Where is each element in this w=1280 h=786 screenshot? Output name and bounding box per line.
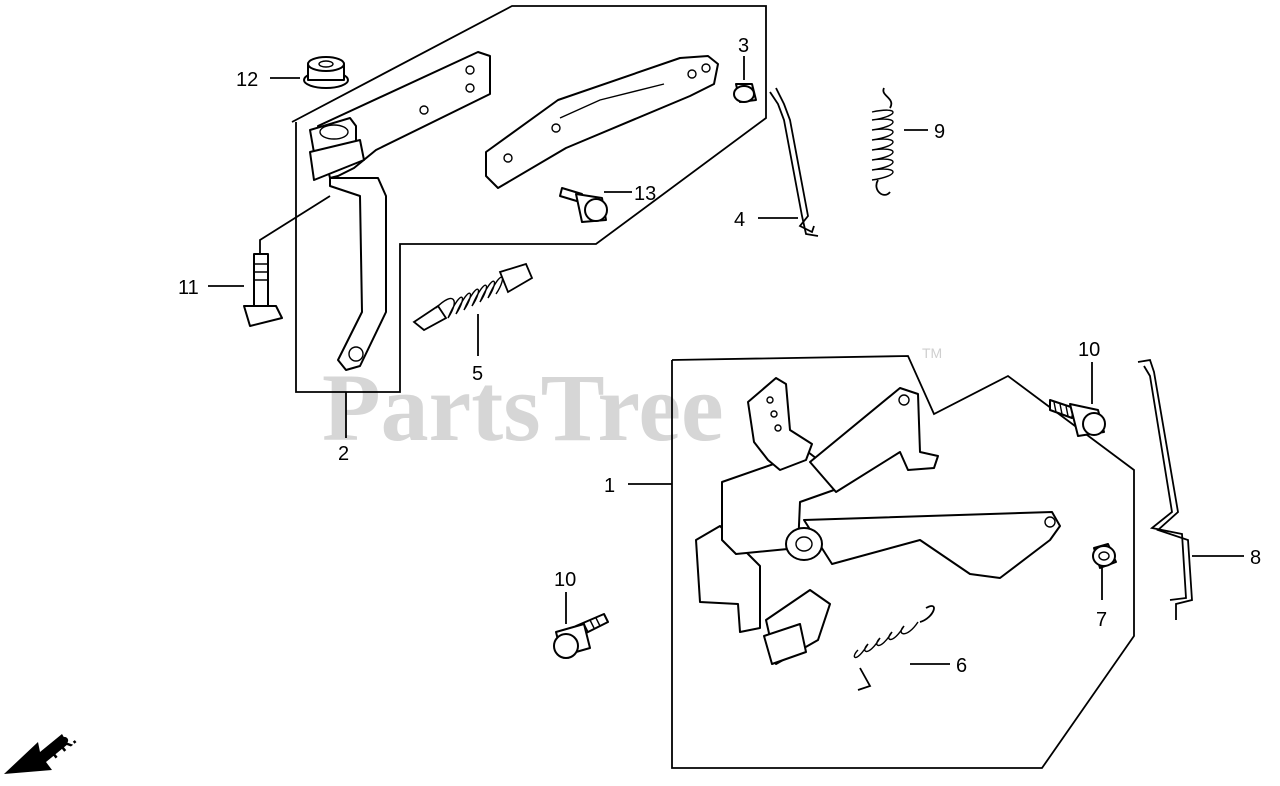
spring-part-6[interactable]	[853, 605, 935, 691]
pin-part-11[interactable]	[243, 253, 283, 327]
front-arrow-icon	[4, 734, 68, 774]
flange-nut-part-12[interactable]	[303, 56, 349, 89]
leader-11-part	[259, 195, 331, 254]
bolt-part-13[interactable]	[559, 187, 608, 223]
callout-10-lower[interactable]: 10	[554, 569, 576, 591]
grommet-part-3[interactable]	[733, 83, 757, 103]
callout-5[interactable]: 5	[472, 363, 483, 385]
front-direction-indicator: FR.	[4, 729, 80, 774]
bolt-part-10-lower[interactable]	[553, 613, 609, 659]
callout-8[interactable]: 8	[1250, 547, 1261, 569]
callout-7[interactable]: 7	[1096, 609, 1107, 631]
callout-10-upper[interactable]: 10	[1078, 339, 1100, 361]
callout-6[interactable]: 6	[956, 655, 967, 677]
rod-part-8[interactable]	[1137, 358, 1193, 620]
group-outline-upper	[291, 5, 767, 393]
lever-bracket-part-2[interactable]	[309, 51, 491, 371]
spring-part-5[interactable]	[412, 262, 534, 332]
callout-2[interactable]: 2	[338, 443, 349, 465]
group-outline-lower	[671, 355, 1135, 769]
rod-part-4[interactable]	[769, 87, 819, 237]
callout-4[interactable]: 4	[734, 209, 745, 231]
watermark-tm: TM	[922, 345, 942, 361]
callout-9[interactable]: 9	[934, 121, 945, 143]
link-plate[interactable]	[485, 55, 719, 189]
bolt-part-10-upper[interactable]	[1049, 399, 1106, 437]
callout-11[interactable]: 11	[178, 277, 199, 299]
grommet-part-7[interactable]	[1092, 543, 1117, 569]
callout-1[interactable]: 1	[604, 475, 615, 497]
callout-12[interactable]: 12	[236, 69, 258, 91]
watermark-text: PartsTree	[322, 354, 724, 461]
callout-13[interactable]: 13	[634, 183, 656, 205]
control-base-part-1[interactable]	[695, 377, 1061, 665]
callout-3[interactable]: 3	[738, 35, 749, 57]
spring-part-9[interactable]	[871, 87, 894, 196]
